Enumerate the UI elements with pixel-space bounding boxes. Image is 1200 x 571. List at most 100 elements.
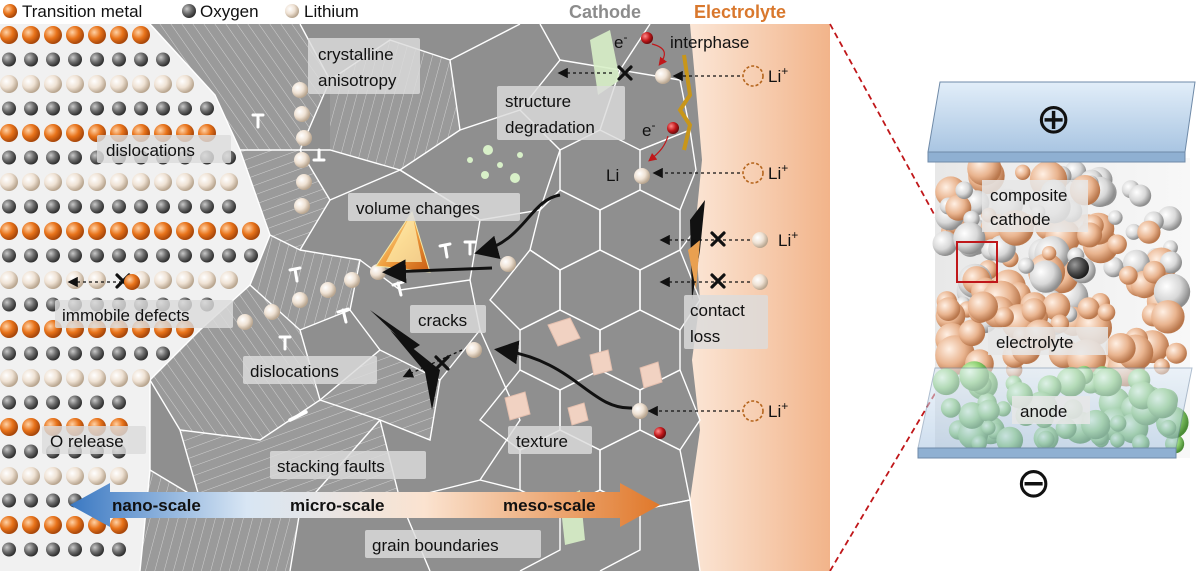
oxygen-atom	[24, 444, 38, 459]
volume-changes-label: volume changes	[356, 199, 480, 218]
lithium-atom	[22, 369, 40, 387]
oxygen-atom	[24, 199, 38, 214]
texture-label: texture	[516, 432, 568, 451]
transition-metal-atom	[0, 320, 18, 338]
transition-metal-atom	[110, 222, 128, 240]
interphase-label: interphase	[670, 33, 749, 52]
transition-metal-atom	[88, 26, 106, 44]
lithium-chains	[237, 82, 386, 330]
oxygen-atom	[112, 395, 126, 410]
oxygen-atom	[112, 346, 126, 361]
lithium-atom	[88, 271, 106, 289]
oxygen-atom	[2, 248, 16, 263]
transition-metal-atom	[44, 26, 62, 44]
oxygen-atom	[2, 297, 16, 312]
lithium-atom	[294, 152, 310, 168]
cathode-particle	[1107, 234, 1127, 255]
oxygen-atom	[68, 542, 82, 557]
transition-metal-atom	[132, 222, 150, 240]
legend-lithium: Lithium	[304, 2, 359, 21]
transition-metal-atom	[22, 516, 40, 534]
cathode-particle	[1041, 246, 1057, 261]
immobile-defects-label: immobile defects	[62, 306, 190, 325]
electrolyte-particle	[1165, 342, 1187, 364]
oxygen-atom	[24, 395, 38, 410]
transition-metal-atom	[0, 516, 18, 534]
grain-boundaries-label: grain boundaries	[372, 536, 499, 555]
oxygen-atom	[112, 52, 126, 67]
transition-metal-atom	[22, 320, 40, 338]
electron-particle	[641, 32, 653, 44]
oxygen-atom	[134, 199, 148, 214]
lithium-atom	[264, 304, 280, 320]
electron-particle	[654, 427, 666, 439]
cracks-label: cracks	[418, 311, 467, 330]
lithium-atom	[110, 467, 128, 485]
lithium-atom	[466, 342, 482, 358]
dislocations-bottom-label: dislocations	[250, 362, 339, 381]
oxygen-atom	[24, 493, 38, 508]
lithium-atom	[500, 256, 516, 272]
lithium-atom	[22, 75, 40, 93]
lithium-atom	[88, 467, 106, 485]
cathode-header: Cathode	[569, 2, 641, 22]
oxygen-atom	[68, 52, 82, 67]
transition-metal-atom	[0, 222, 18, 240]
cathode-particle	[1029, 260, 1063, 293]
transition-metal-atom	[110, 516, 128, 534]
lithium-atom	[132, 75, 150, 93]
oxygen-atom	[68, 101, 82, 116]
oxygen-atom	[46, 395, 60, 410]
lithium-atom	[154, 75, 172, 93]
legend: Transition metal Oxygen Lithium	[3, 2, 359, 21]
lithium-atom	[124, 274, 140, 290]
volume-change-triangle	[375, 210, 431, 273]
interphase-line	[677, 54, 693, 151]
lithium-atom	[198, 271, 216, 289]
cathode-particle	[955, 181, 973, 200]
oxygen-atom	[200, 199, 214, 214]
electrolyte-particle	[1021, 298, 1047, 323]
micro-scale-label: micro-scale	[290, 496, 385, 515]
oxygen-atom	[200, 101, 214, 116]
transition-metal-atom	[66, 26, 84, 44]
transition-metal-atom	[132, 26, 150, 44]
transition-metal-atom	[22, 222, 40, 240]
lithium-atom	[0, 271, 18, 289]
transition-metal-atom	[66, 222, 84, 240]
transition-metal-atom	[0, 26, 18, 44]
oxygen-atom	[112, 199, 126, 214]
lithium-atom	[292, 292, 308, 308]
lithium-atom	[22, 173, 40, 191]
cathode-particle	[1018, 257, 1035, 274]
lithium-atom	[752, 274, 768, 290]
texture-cubes	[504, 317, 663, 426]
oxygen-atom	[156, 101, 170, 116]
oxygen-atom	[90, 101, 104, 116]
minus-terminal-icon: ⊖	[1016, 458, 1051, 507]
lithium-atom	[294, 106, 310, 122]
lithium-atom	[110, 75, 128, 93]
oxygen-atom	[2, 493, 16, 508]
lithium-atom	[0, 75, 18, 93]
li-transport-arrows	[67, 43, 750, 417]
oxygen-atom	[68, 199, 82, 214]
battery-cell: composite cathode electrolyte anode ⊕ ⊖	[917, 81, 1196, 507]
cathode-particle	[953, 222, 986, 255]
oxygen-atom	[46, 101, 60, 116]
legend-oxygen: Oxygen	[200, 2, 259, 21]
oxygen-atom	[2, 444, 16, 459]
species-labels: e- e- Li Li+ Li+ Li+ Li+	[606, 30, 798, 421]
lithium-atom	[44, 173, 62, 191]
transition-metal-atom	[0, 418, 18, 436]
transition-metal-atom	[242, 222, 260, 240]
electrolyte-particle	[936, 297, 961, 321]
transition-metal-atom	[22, 418, 40, 436]
oxygen-atom	[68, 150, 82, 165]
cathode-particle	[1067, 257, 1089, 279]
structure-degradation-label-1: structure	[505, 92, 571, 111]
oxygen-atom	[46, 248, 60, 263]
contact-loss-label-1: contact	[690, 301, 745, 320]
transition-metal-atom	[22, 124, 40, 142]
oxygen-atom	[178, 199, 192, 214]
